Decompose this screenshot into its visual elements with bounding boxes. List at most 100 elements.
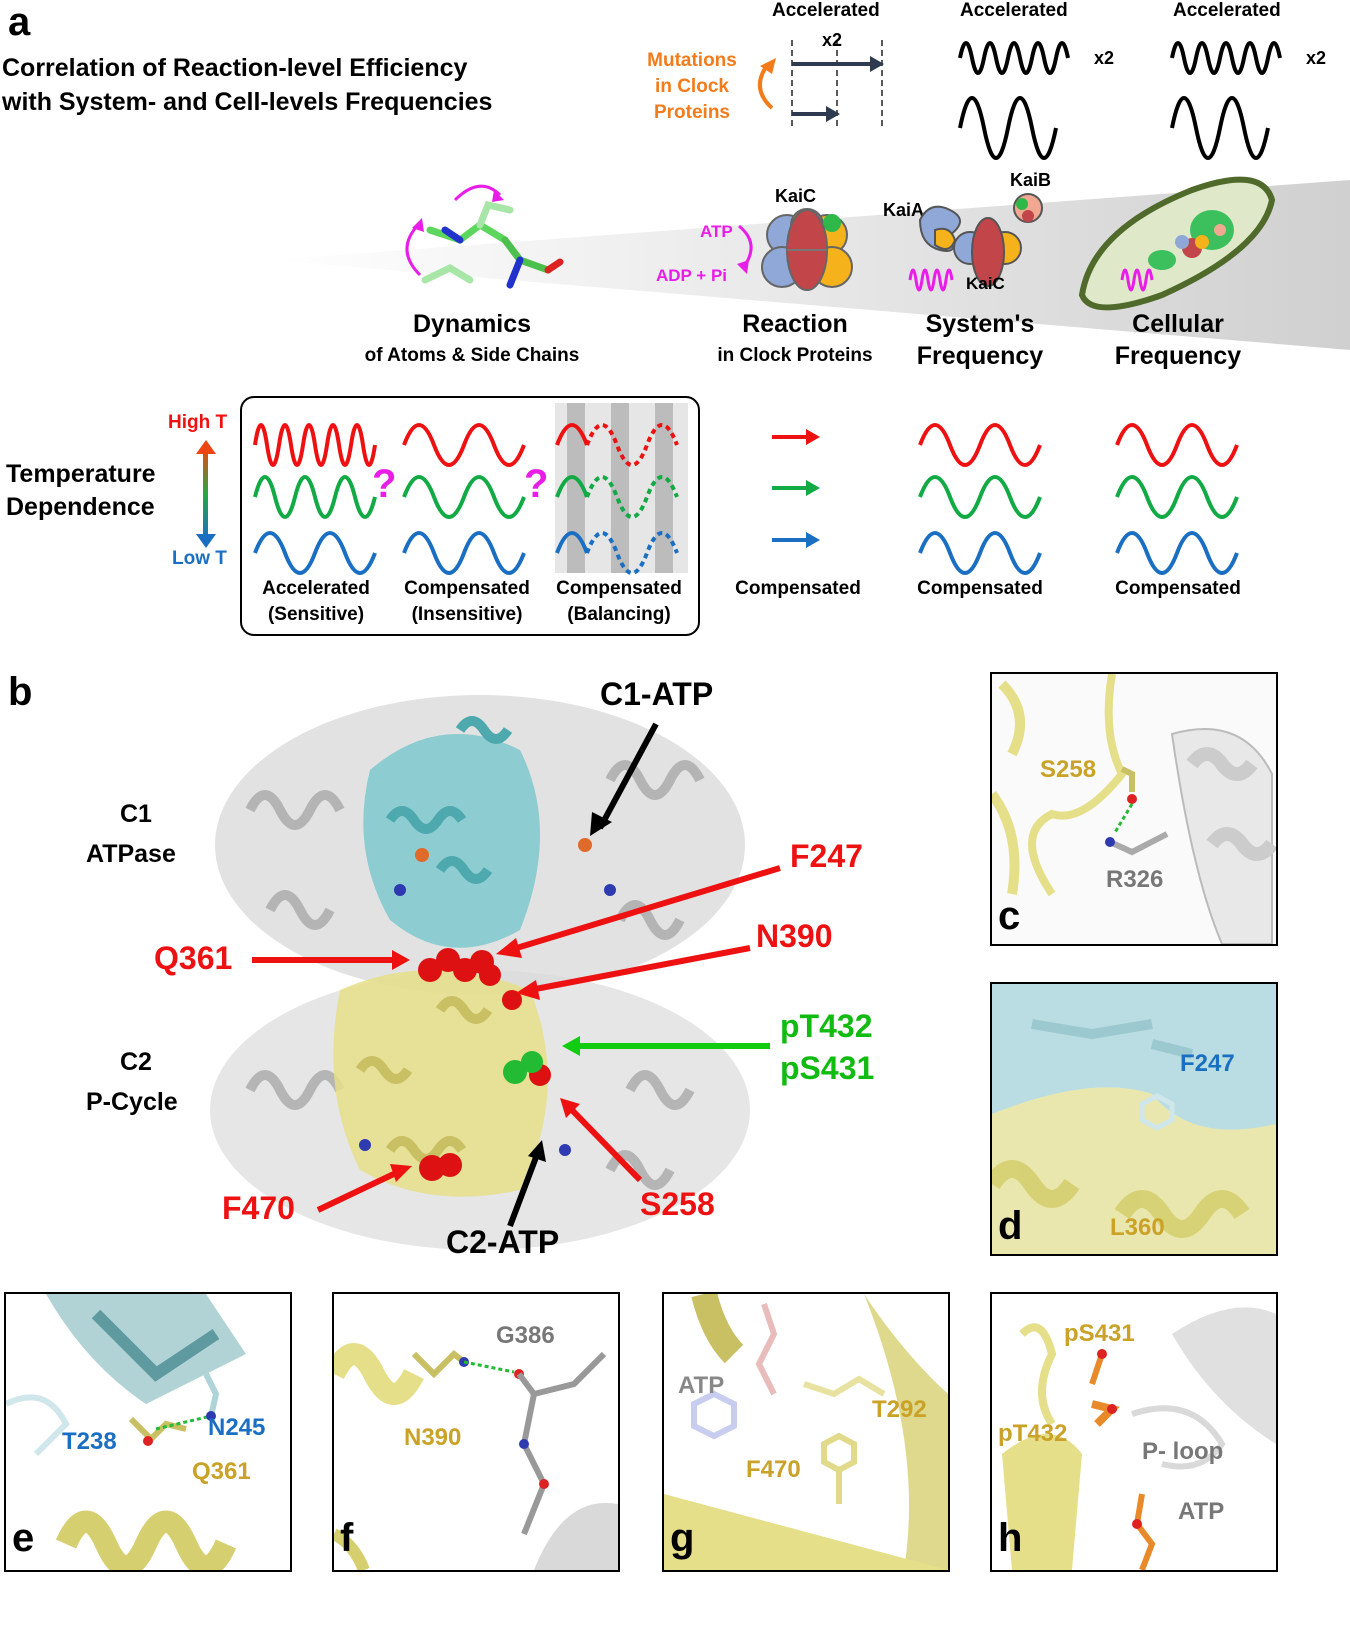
compensated-balancing-waves	[555, 423, 679, 575]
panel-a-letter: a	[8, 0, 31, 44]
q361-label: Q361	[154, 940, 233, 976]
orange-arrowhead	[760, 58, 776, 74]
panel-f-letter: f	[340, 1516, 354, 1560]
panel-f-image	[332, 1292, 620, 1572]
cellular-label-line1: Cellular	[1132, 310, 1224, 338]
panel-d-letter: d	[998, 1204, 1023, 1248]
n390-label: N390	[756, 918, 833, 954]
kaib-label: KaiB	[1010, 170, 1052, 190]
panel-h-pt432-label: pT432	[998, 1420, 1068, 1447]
x2-wave-label-2: x2	[1306, 48, 1327, 68]
panel-c-letter: c	[998, 894, 1021, 938]
panel-h-ps431-label: pS431	[1064, 1320, 1135, 1347]
panel-d-image	[990, 982, 1278, 1256]
reaction-compensated-label: Compensated	[735, 578, 861, 599]
slow-wave	[958, 96, 1058, 160]
c2-atp-label: C2-ATP	[446, 1224, 560, 1260]
reaction-label: Reaction	[742, 310, 848, 338]
reaction-sublabel: in Clock Proteins	[717, 345, 873, 366]
f470-label: F470	[222, 1190, 295, 1226]
compensated-insensitive-line2: (Insensitive)	[411, 604, 523, 625]
system-compensated-label: Compensated	[917, 578, 1043, 599]
kaic-label-2: KaiC	[966, 274, 1005, 293]
low-t-label: Low T	[172, 548, 227, 569]
temperature-label-line1: Temperature	[6, 460, 156, 488]
question-mark-2: ?	[524, 462, 549, 506]
mutations-line3: Proteins	[653, 102, 731, 123]
panel-g-letter: g	[670, 1516, 695, 1560]
balancing-stripes	[555, 403, 688, 573]
accelerated-label-3: Accelerated	[1173, 0, 1281, 21]
c1-atp-label: C1-ATP	[600, 676, 714, 712]
c1-sublabel: ATPase	[86, 840, 176, 868]
temperature-label-line2: Dependence	[6, 493, 155, 521]
panel-g-f470-label: F470	[746, 1456, 801, 1483]
panel-h-atp-label: ATP	[1178, 1498, 1225, 1525]
cellular-compensated-label: Compensated	[1115, 578, 1241, 599]
system-compensated-waves	[918, 423, 1042, 575]
mutations-line2: in Clock	[655, 76, 729, 97]
panel-h-letter: h	[998, 1516, 1023, 1560]
compensated-balancing-line1: Compensated	[556, 578, 682, 599]
panel-g-atp-label: ATP	[678, 1372, 725, 1399]
accelerated-waves-system	[958, 41, 1070, 160]
panel-c-r326-label: R326	[1106, 866, 1164, 893]
dynamics-hypothesis-box	[240, 396, 700, 636]
kaiabc-system-icon	[908, 193, 1043, 292]
ps431-label: pS431	[780, 1050, 875, 1086]
cellular-compensated-waves	[1115, 423, 1239, 575]
panel-g-t292-label: T292	[872, 1396, 927, 1423]
compensated-balancing-line2: (Balancing)	[567, 604, 671, 625]
accelerated-label-1: Accelerated	[772, 0, 880, 21]
atp-cycle-arrow	[737, 224, 753, 274]
panel-e-q361-label: Q361	[192, 1458, 251, 1485]
panel-a-title-line1: Correlation of Reaction-level Efficiency	[2, 54, 468, 82]
c2-sublabel: P-Cycle	[86, 1088, 178, 1116]
panel-d-f247-label: F247	[1180, 1050, 1235, 1077]
system-oscillation	[908, 268, 954, 292]
dynamics-label: Dynamics	[412, 310, 532, 338]
adp-pi-label: ADP + Pi	[656, 266, 728, 285]
atp-label: ATP	[700, 222, 733, 241]
reaction-temperature-arrows	[772, 429, 820, 548]
high-t-label: High T	[168, 412, 228, 433]
panel-f-g386-label: G386	[496, 1322, 555, 1349]
panel-e-t238-label: T238	[62, 1428, 117, 1455]
temperature-gradient-arrow	[196, 440, 216, 548]
panel-g-image	[662, 1292, 950, 1572]
x2-wave-label-1: x2	[1094, 48, 1115, 68]
accelerated-sensitive-waves	[253, 423, 377, 575]
rate-arrows-diagram	[758, 40, 884, 130]
side-chain-molecule	[405, 184, 564, 289]
compensated-insensitive-waves	[402, 423, 526, 575]
fast-wave	[958, 41, 1070, 75]
panel-c-s258-label: S258	[1040, 756, 1097, 783]
accelerated-sensitive-line2: (Sensitive)	[267, 604, 365, 625]
panel-h-image	[990, 1292, 1278, 1572]
mutations-line1: Mutations	[647, 50, 737, 71]
kaia-label: KaiA	[883, 200, 925, 220]
x2-arrow-label: x2	[822, 30, 843, 50]
panel-h-ploop-label: P- loop	[1142, 1438, 1224, 1465]
panel-b-letter: b	[8, 670, 33, 714]
panel-c-image	[990, 672, 1278, 946]
cellular-label-line2: Frequency	[1114, 342, 1242, 370]
system-label-line2: Frequency	[916, 342, 1044, 370]
accelerated-sensitive-line1: Accelerated	[262, 578, 370, 599]
s258-label: S258	[640, 1186, 715, 1222]
system-label-line1: System's	[925, 310, 1035, 338]
panel-f-n390-label: N390	[404, 1424, 462, 1451]
f247-label: F247	[790, 838, 863, 874]
slow-wave	[1170, 96, 1270, 160]
panel-e-n245-label: N245	[208, 1414, 266, 1441]
accelerated-label-2: Accelerated	[960, 0, 1068, 21]
dynamics-sublabel: of Atoms & Side Chains	[364, 345, 580, 366]
pt432-label: pT432	[780, 1008, 873, 1044]
accelerated-waves-cellular	[1170, 41, 1282, 160]
panel-d-l360-label: L360	[1110, 1214, 1165, 1241]
c2-label: C2	[120, 1048, 152, 1076]
fast-wave	[1170, 41, 1282, 75]
compensated-insensitive-line1: Compensated	[404, 578, 530, 599]
c1-label: C1	[120, 800, 152, 828]
